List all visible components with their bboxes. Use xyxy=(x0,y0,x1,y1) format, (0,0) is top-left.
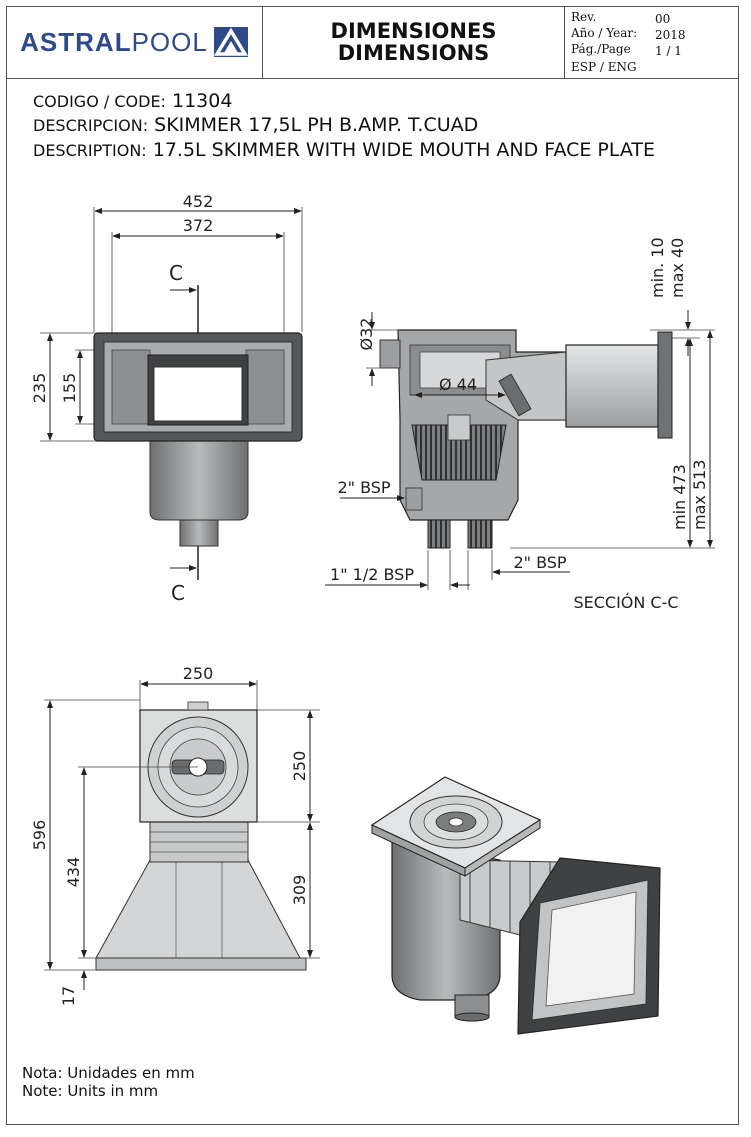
note-spanish: Nota: Unidades en mm xyxy=(22,1064,195,1082)
rev-value: 00 xyxy=(655,12,671,26)
dim-height-inner: 155 xyxy=(60,373,79,404)
dim-depth-min: min 473 xyxy=(670,464,689,530)
note-english: Note: Units in mm xyxy=(22,1082,159,1100)
dim-pipe-diameter: Ø32 xyxy=(357,318,376,351)
document-title: DIMENSIONES DIMENSIONS xyxy=(263,6,565,78)
dim-lid-length: 250 xyxy=(290,751,309,782)
code-value: 11304 xyxy=(172,90,233,112)
code-line: CODIGO / CODE: 11304 xyxy=(33,90,232,112)
page-label: Pág./Page xyxy=(571,42,631,56)
language-label: ESP / ENG xyxy=(571,60,637,74)
astralpool-logo-icon xyxy=(213,27,248,57)
title-spanish: DIMENSIONES xyxy=(330,19,497,43)
dim-height-outer: 235 xyxy=(30,373,49,404)
section-mouth xyxy=(565,344,659,428)
year-value: 2018 xyxy=(655,28,686,42)
page-value: 1 / 1 xyxy=(655,44,682,58)
description-en-label: DESCRIPTION: xyxy=(33,141,147,160)
description-en-line: DESCRIPTION: 17.5L SKIMMER WITH WIDE MOU… xyxy=(33,139,655,161)
front-body xyxy=(149,440,249,521)
section-mark-bottom: C xyxy=(171,581,185,605)
description-en-value: 17.5L SKIMMER WITH WIDE MOUTH AND FACE P… xyxy=(152,139,656,161)
dim-adjust-min: min. 10 xyxy=(648,237,667,298)
dim-body-length: 434 xyxy=(64,857,83,888)
title-english: DIMENSIONS xyxy=(337,41,490,65)
dim-bottom-port-left: 1" 1/2 BSP xyxy=(330,565,414,584)
dim-top-width: 250 xyxy=(183,664,214,683)
dim-flange: 17 xyxy=(59,986,78,1006)
logo-wordmark: ASTRALPOOL xyxy=(20,26,208,57)
basket xyxy=(411,424,507,481)
revision-block: Rev. 00 Año / Year: 2018 Pág./Page 1 / 1… xyxy=(565,6,739,78)
front-view: 452 372 235 155 C C xyxy=(30,192,303,605)
description-es-line: DESCRIPCION: SKIMMER 17,5L PH B.AMP. T.C… xyxy=(33,114,478,136)
brand-logo: ASTRALPOOL xyxy=(6,6,263,78)
dim-width-outer: 452 xyxy=(183,192,214,211)
drawing-sheet xyxy=(6,6,739,1125)
dim-inner-diameter: Ø 44 xyxy=(439,375,477,394)
title-block: ASTRALPOOL DIMENSIONES DIMENSIONS Rev. 0… xyxy=(6,6,739,78)
code-label: CODIGO / CODE: xyxy=(33,92,166,111)
section-label: SECCIÓN C-C xyxy=(573,593,678,612)
year-label: Año / Year: xyxy=(571,26,638,40)
dim-depth-max: max 513 xyxy=(690,460,709,530)
header-divider xyxy=(6,78,739,79)
top-view: 250 596 434 17 250 xyxy=(30,664,320,1006)
section-view: Ø32 Ø 44 2" BSP 1" 1/2 BSP 2" BSP min. 1… xyxy=(325,237,715,612)
isometric-view xyxy=(370,776,661,1035)
dim-side-port: 2" BSP xyxy=(337,478,390,497)
section-mark-top: C xyxy=(169,261,183,285)
top-mouth xyxy=(95,859,301,959)
dim-adjust-max: max 40 xyxy=(668,238,687,298)
iso-mouth-opening xyxy=(545,891,637,1007)
description-es-label: DESCRIPCION: xyxy=(33,116,149,135)
dim-mouth-length: 309 xyxy=(290,875,309,906)
front-outlet xyxy=(179,519,219,547)
dim-bottom-port-right: 2" BSP xyxy=(513,553,566,572)
dim-width-inner: 372 xyxy=(183,216,214,235)
rev-label: Rev. xyxy=(571,10,597,24)
description-es-value: SKIMMER 17,5L PH B.AMP. T.CUAD xyxy=(154,114,479,136)
weir-flap xyxy=(153,366,243,422)
dim-total-length: 596 xyxy=(30,820,49,851)
